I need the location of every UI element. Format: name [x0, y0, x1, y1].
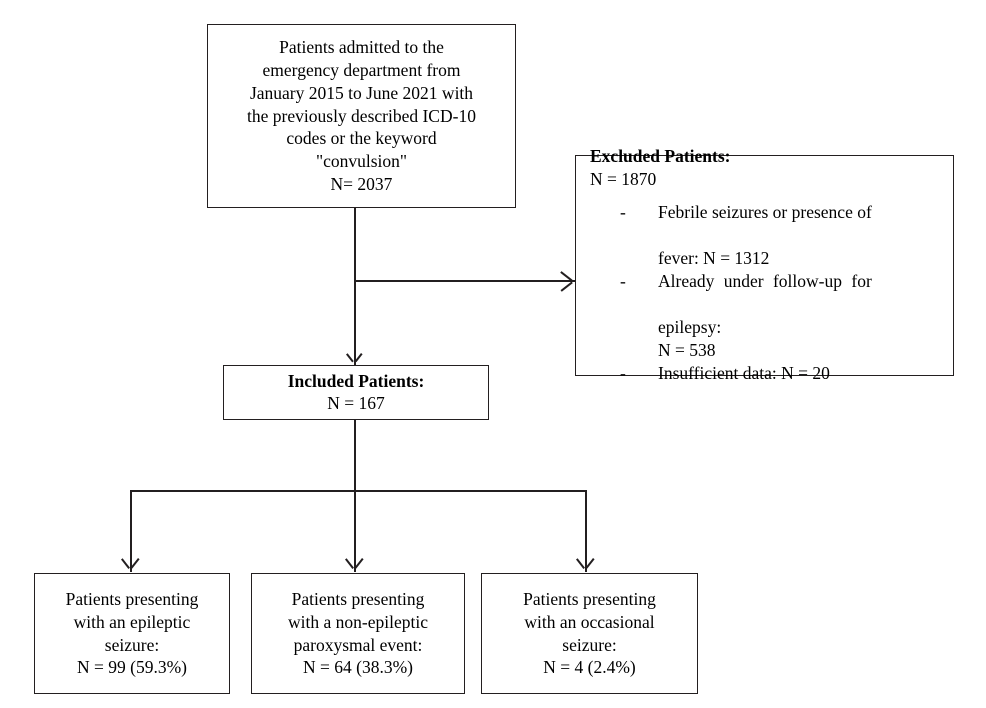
reason-3-line-1: Insufficient data: N = 20 [658, 363, 830, 384]
reason-2-line-1: Already under follow-up for [658, 271, 872, 292]
source-population-box: Patients admitted to the emergency depar… [207, 24, 516, 208]
outcome-right-arrowhead [576, 550, 596, 574]
outcome-0-count: N = 99 (59.3%) [77, 657, 187, 678]
outcome-left-drop-line [130, 490, 132, 560]
outcome-2-count: N = 4 (2.4%) [543, 657, 636, 678]
excluded-reason-item: - Already under follow-up for epilepsy: … [620, 270, 872, 361]
outcome-2-line-2: with an occasional [524, 611, 655, 632]
source-line-4: the previously described ICD-10 [247, 105, 476, 126]
excluded-patients-box: Excluded Patients: N = 1870 - Febrile se… [575, 146, 954, 383]
excluded-header: Excluded Patients: [590, 145, 731, 166]
outcomes-distributor-bar [130, 490, 586, 492]
bullet-dash: - [620, 271, 626, 292]
source-to-excluded-line [354, 280, 566, 282]
reason-1-line-1: Febrile seizures or presence of [658, 202, 872, 223]
excluded-reason-list: - Febrile seizures or presence of fever:… [590, 201, 874, 386]
outcome-1-line-2: with a non-epileptic [288, 611, 428, 632]
included-header: Included Patients: [287, 371, 425, 392]
reason-2-line-3: N = 538 [658, 339, 716, 360]
outcome-2-line-1: Patients presenting [523, 589, 656, 609]
excluded-reason-item: - Insufficient data: N = 20 [620, 362, 872, 385]
outcome-1-count: N = 64 (38.3%) [303, 657, 413, 678]
outcome-0-line-2: with an epileptic [73, 611, 191, 632]
outcome-1-line-1: Patients presenting [291, 589, 425, 609]
source-to-included-arrowhead [345, 347, 365, 367]
outcome-left-arrowhead [121, 550, 141, 574]
source-to-excluded-arrowhead [548, 270, 576, 292]
source-count: N= 2037 [330, 173, 393, 194]
source-line-3: January 2015 to June 2021 with [249, 82, 474, 103]
excluded-count: N = 1870 [590, 169, 657, 189]
included-patients-box: Included Patients: N = 167 [223, 365, 489, 420]
excluded-reason-item: - Febrile seizures or presence of fever:… [620, 201, 872, 269]
reason-2-line-2: epilepsy: [658, 316, 722, 337]
source-line-5: codes or the keyword [286, 128, 437, 149]
outcome-middle-arrowhead [345, 550, 365, 574]
outcome-2-line-3: seizure: [562, 634, 617, 655]
outcome-0-line-1: Patients presenting [65, 589, 199, 609]
source-line-6: "convulsion" [315, 151, 408, 172]
outcome-right-drop-line [585, 490, 587, 560]
non-epileptic-paroxysmal-event-box: Patients presenting with a non-epileptic… [251, 573, 465, 694]
included-to-distributor-line [354, 419, 356, 554]
epileptic-seizure-box: Patients presenting with an epileptic se… [34, 573, 230, 694]
outcome-0-line-3: seizure: [104, 634, 160, 655]
source-line-1: Patients admitted to the [279, 37, 444, 58]
occasional-seizure-box: Patients presenting with an occasional s… [481, 573, 698, 694]
source-line-2: emergency department from [262, 60, 461, 81]
included-count: N = 167 [327, 392, 385, 413]
reason-1-line-2: fever: N = 1312 [658, 247, 770, 268]
source-to-included-line [354, 207, 356, 357]
bullet-dash: - [620, 363, 626, 384]
bullet-dash: - [620, 202, 626, 223]
outcome-1-line-3: paroxysmal event: [293, 634, 423, 655]
